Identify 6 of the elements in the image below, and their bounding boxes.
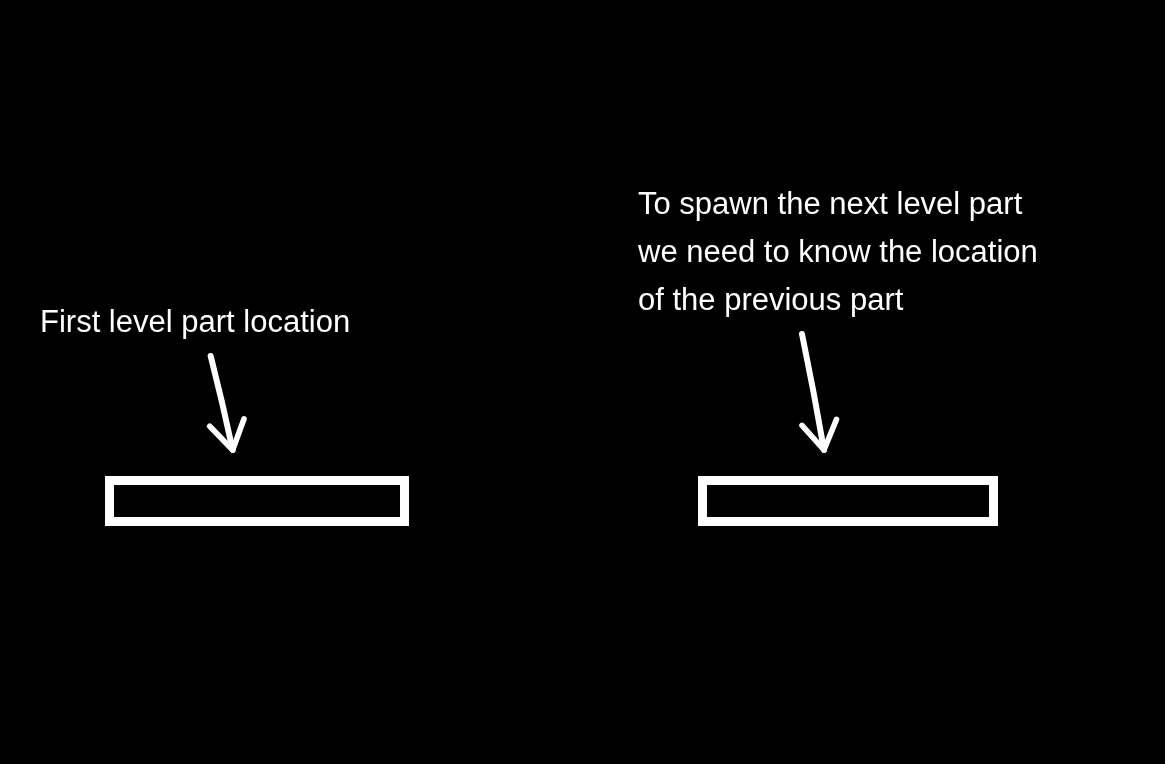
arrow — [799, 331, 840, 453]
bar-outline — [105, 476, 409, 526]
annotation-text: To spawn the next level part we need to know the location of the previous part — [638, 180, 1068, 324]
annotation-text: First level part location — [40, 298, 351, 346]
bar-outline — [698, 476, 998, 526]
arrow — [206, 353, 247, 453]
